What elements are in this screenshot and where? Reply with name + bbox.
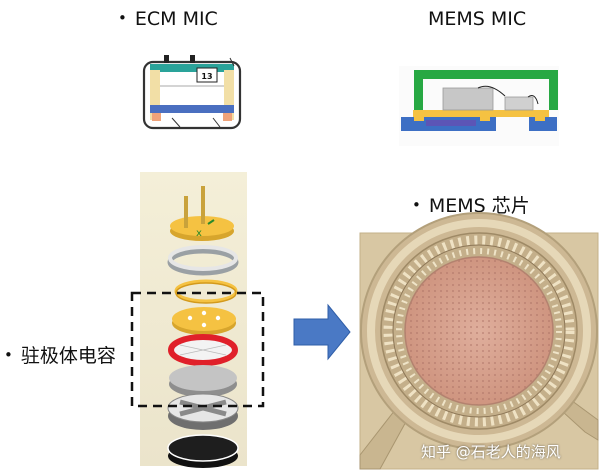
black-base xyxy=(167,434,239,462)
ecm-right-spacer xyxy=(224,70,234,120)
mems-cap xyxy=(414,70,558,110)
mems-sensor-die xyxy=(442,87,494,111)
mems-mic-diagram xyxy=(399,66,559,146)
ecm-pin-left xyxy=(164,55,169,63)
mems-substrate-yellow xyxy=(413,110,549,117)
mems-asic xyxy=(504,96,534,111)
svg-text:x: x xyxy=(196,228,202,239)
ecm-mic-diagram: 13 xyxy=(142,55,242,130)
watermark-text: 知乎 @石老人的海风 xyxy=(421,443,561,461)
perforated-plate xyxy=(172,307,236,331)
mems-bond-wire-2 xyxy=(527,95,539,105)
mems-chip-title: •MEMS 芯片 xyxy=(412,195,530,217)
ecm-chip-label: 13 xyxy=(201,72,212,81)
ecm-exploded-view: x xyxy=(140,172,247,468)
arrow-icon xyxy=(293,303,351,361)
mems-mic-title: MEMS MIC xyxy=(428,8,527,30)
ecm-chip xyxy=(196,67,218,83)
grey-disc xyxy=(169,365,237,391)
mems-bond-wire-1 xyxy=(477,85,506,97)
mems-pcb-marking xyxy=(426,120,476,126)
ecm-mic-title: •ECM MIC xyxy=(118,8,218,30)
metal-cup-cross xyxy=(179,399,227,417)
ecm-pcb xyxy=(150,105,234,113)
ecm-pad-right xyxy=(223,113,232,121)
ecm-pad-left xyxy=(152,113,161,121)
ecm-left-spacer xyxy=(150,70,160,120)
electret-capacitor-title: •驻极体电容 xyxy=(4,345,116,367)
mems-chip-photo xyxy=(359,212,599,470)
ecm-top-plate xyxy=(150,64,234,72)
ecm-pin-right xyxy=(190,55,195,63)
electret-highlight-box xyxy=(130,291,265,408)
